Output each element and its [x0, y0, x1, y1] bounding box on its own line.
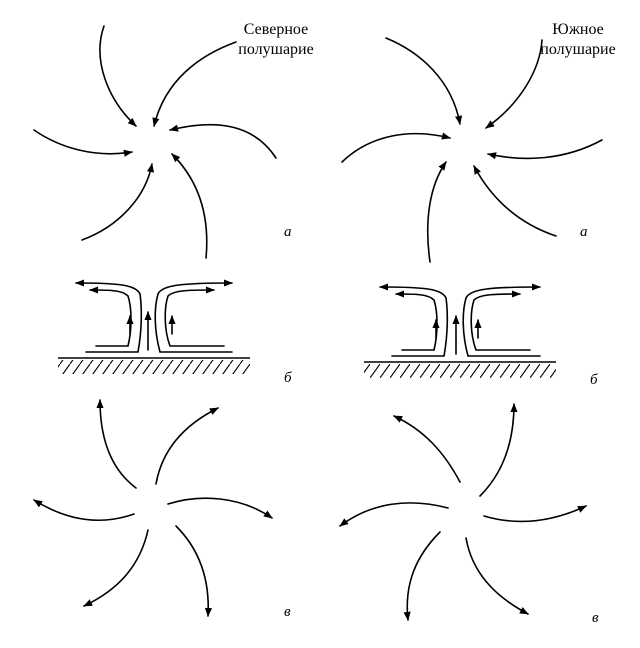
south-b-left-inner	[395, 290, 438, 351]
north-a-arrow-5	[171, 153, 208, 259]
south-v-arrow-3	[483, 505, 587, 523]
south-a-arrow-2	[485, 39, 543, 129]
south-v-arrow-6	[339, 502, 449, 527]
southern-title-line2: полушарие	[540, 41, 615, 58]
south-a-arrow-4	[426, 161, 447, 263]
southern-title-line1: Южное	[552, 21, 604, 38]
northern-vertical-section	[58, 279, 250, 374]
south-a-arrow-1	[385, 37, 463, 125]
south-b-right-outer	[462, 283, 541, 357]
southern-anticyclone-outflow	[339, 403, 587, 621]
north-b-right-outer	[154, 279, 233, 353]
south-a-arrow-3	[341, 132, 451, 163]
north-v-arrow-4	[175, 525, 213, 617]
south-v-arrow-2	[479, 403, 518, 497]
northern-title-line1: Северное	[244, 21, 308, 38]
north-a-arrow-3	[33, 129, 133, 157]
north-v-arrow-5	[83, 529, 149, 607]
north-v-arrow-1	[96, 399, 137, 489]
northern-label-b: б	[284, 370, 292, 386]
northern-cyclone-inflow	[33, 25, 277, 259]
north-a-arrow-1	[152, 41, 237, 127]
south-v-arrow-5	[403, 531, 441, 621]
southern-cyclone-inflow	[341, 37, 603, 263]
southern-label-b: б	[590, 372, 598, 388]
southern-label-v: в	[592, 610, 599, 626]
north-a-arrow-6	[169, 124, 277, 159]
south-b-left-outer	[379, 283, 449, 357]
northern-title-line2: полушарие	[238, 41, 313, 58]
north-v-arrow-3	[167, 497, 273, 519]
southern-vertical-section	[364, 283, 556, 378]
south-v-arrow-1	[393, 415, 461, 483]
north-b-left-outer	[75, 279, 143, 353]
south-v-arrow-4	[465, 537, 529, 615]
north-a-arrow-2	[99, 25, 137, 127]
north-v-arrow-6	[33, 499, 135, 521]
northern-anticyclone-outflow	[33, 399, 273, 617]
south-b-right-inner	[470, 290, 531, 351]
northern-label-a: а	[284, 224, 292, 240]
north-a-arrow-4	[81, 163, 155, 241]
north-b-right-inner	[164, 286, 225, 347]
north-b-left-inner	[89, 286, 132, 347]
north-v-arrow-2	[155, 407, 219, 485]
south-a-arrow-5	[473, 165, 557, 237]
southern-label-a: а	[580, 224, 588, 240]
northern-label-v: в	[284, 604, 291, 620]
south-a-arrow-6	[487, 139, 603, 160]
